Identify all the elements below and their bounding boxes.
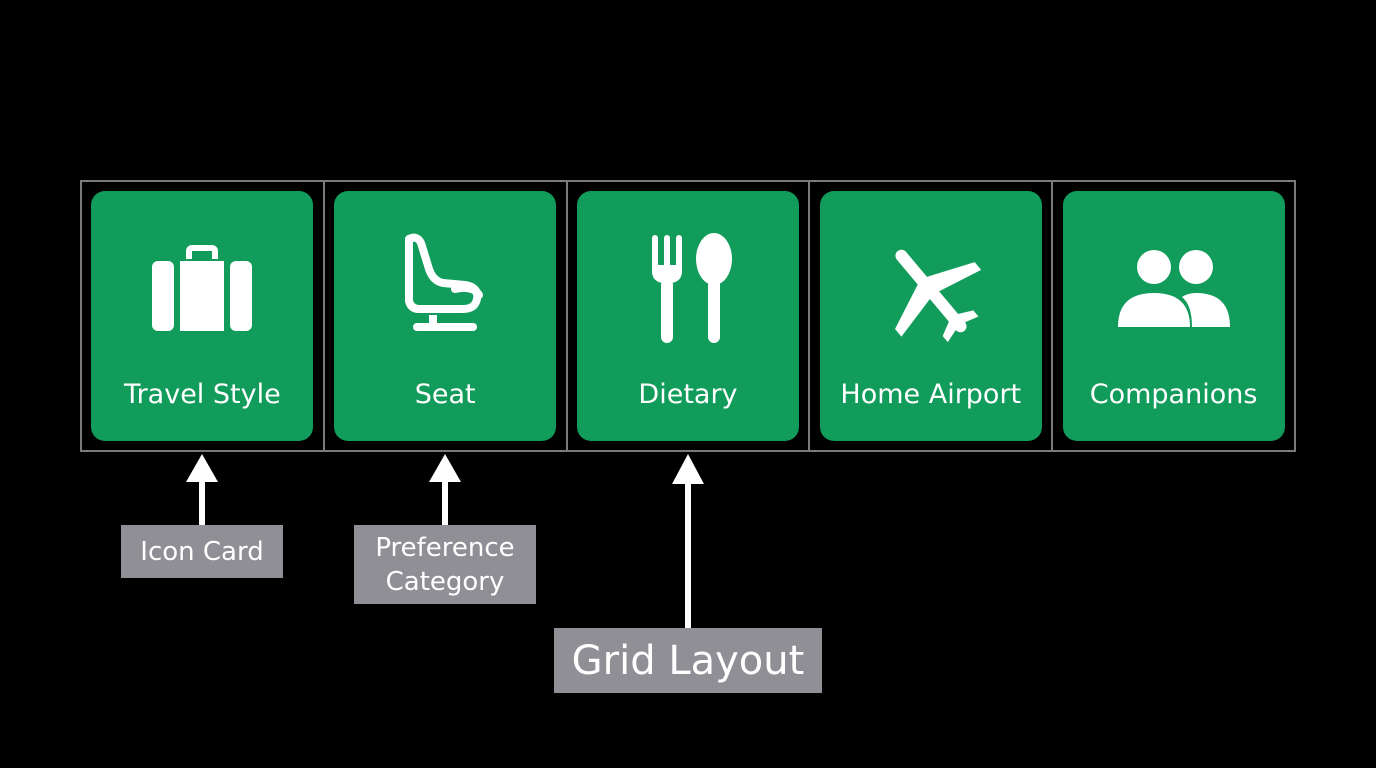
callout-label-line1: Preference — [375, 532, 515, 563]
card-label: Home Airport — [840, 379, 1022, 410]
card-seat[interactable]: Seat — [334, 191, 557, 441]
grid-cell-home-airport: Home Airport — [810, 182, 1054, 450]
grid-frame: Travel Style Seat — [80, 180, 1296, 452]
card-home-airport[interactable]: Home Airport — [819, 191, 1042, 441]
callout-label: Grid Layout — [571, 637, 805, 684]
callout-label: Icon Card — [140, 536, 264, 567]
grid-cell-dietary: Dietary — [568, 182, 811, 450]
callout-grid-layout: Grid Layout — [554, 628, 822, 693]
people-icon — [1114, 231, 1234, 351]
arrow-up-icon — [672, 454, 704, 630]
fork-spoon-icon — [628, 231, 748, 351]
arrow-up-icon — [186, 454, 218, 526]
card-dietary[interactable]: Dietary — [576, 191, 799, 441]
card-travel-style[interactable]: Travel Style — [91, 191, 314, 441]
arrow-up-icon — [429, 454, 461, 526]
grid-cell-travel-style: Travel Style — [82, 182, 325, 450]
airplane-seat-icon — [385, 231, 505, 351]
card-companions[interactable]: Companions — [1062, 191, 1285, 441]
card-label: Dietary — [638, 379, 738, 410]
callout-label-line2: Category — [385, 566, 505, 597]
card-label: Travel Style — [124, 379, 281, 410]
callout-preference-category: Preference Category — [354, 525, 536, 604]
grid-cell-seat: Seat — [325, 182, 568, 450]
card-label: Companions — [1089, 379, 1258, 410]
grid-cell-companions: Companions — [1053, 182, 1294, 450]
airplane-icon — [871, 231, 991, 351]
card-label: Seat — [414, 379, 476, 410]
suitcase-icon — [142, 231, 262, 351]
callout-icon-card: Icon Card — [121, 525, 283, 578]
